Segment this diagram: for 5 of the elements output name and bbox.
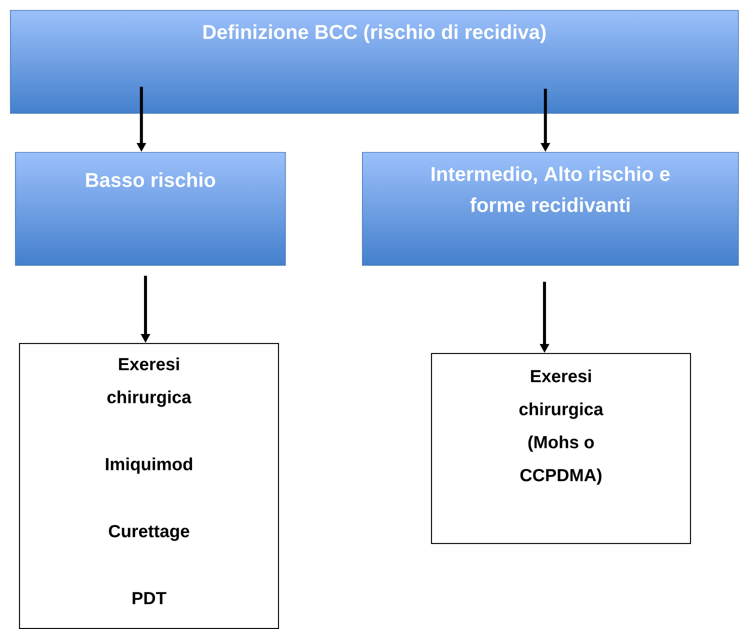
treatment-box: Exeresi chirurgica Imiquimod Curettage PDT bbox=[19, 343, 279, 629]
category-box: Basso rischio bbox=[15, 152, 286, 266]
treatment-box: Exeresi chirurgica (Mohs o CCPDMA) bbox=[431, 353, 691, 544]
category-box: Intermedio, Alto rischio e forme recidivanti bbox=[362, 152, 739, 266]
category-box: Definizione BCC (rischio di recidiva) bbox=[10, 10, 739, 114]
